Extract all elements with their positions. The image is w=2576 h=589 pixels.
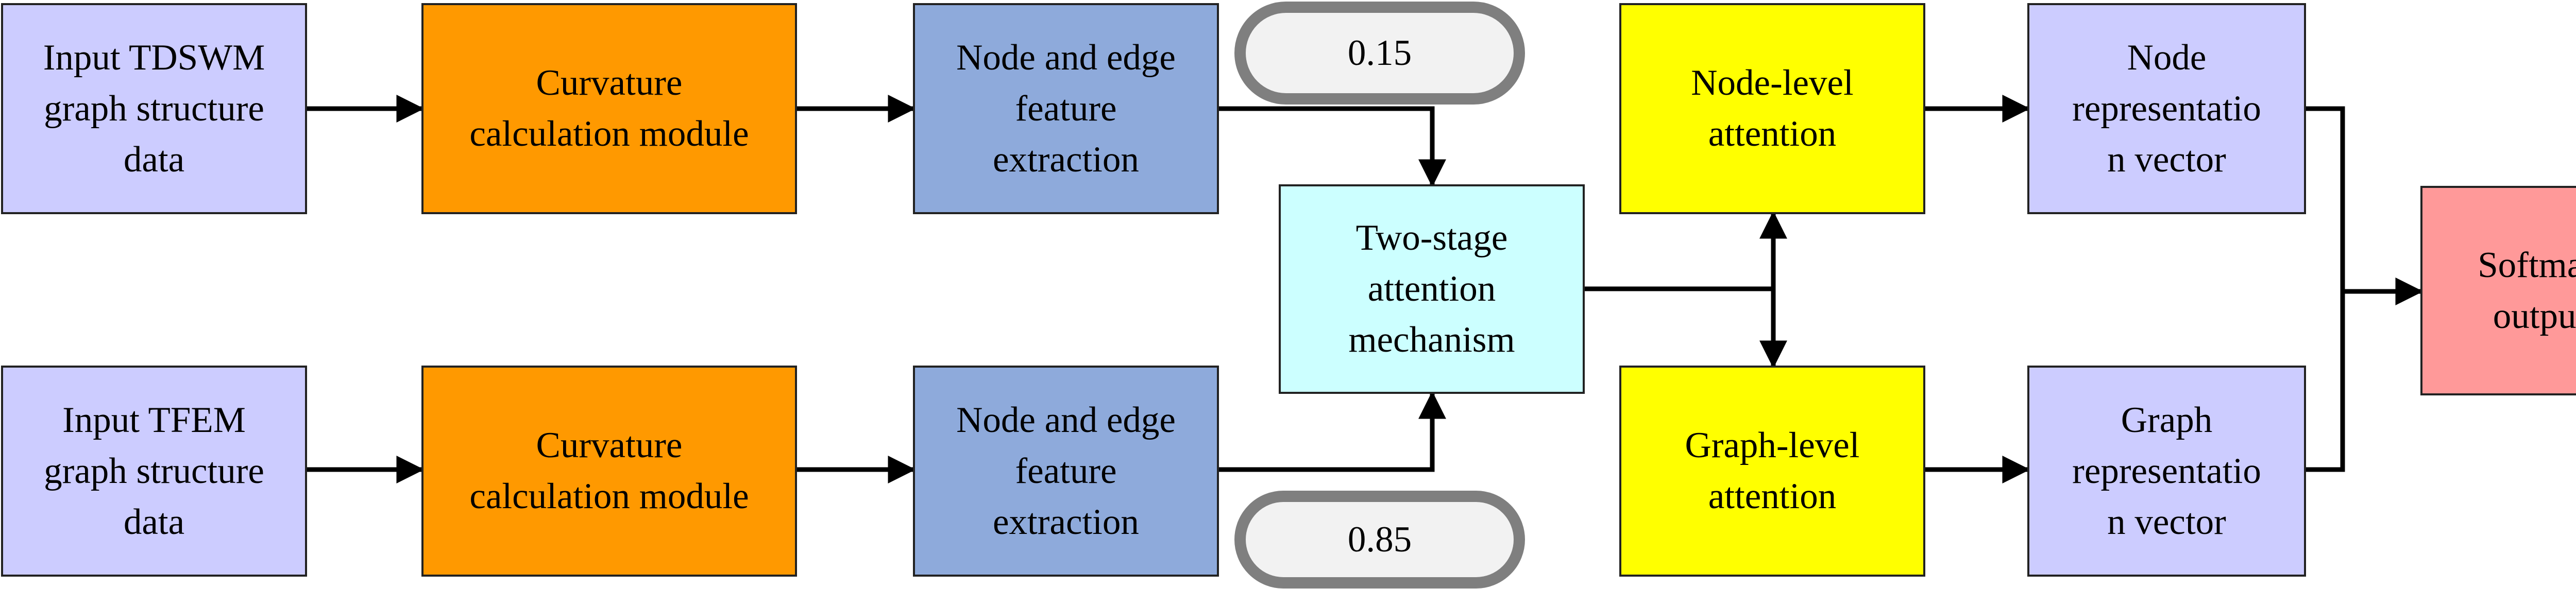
- curvature-module-top-label: Curvature calculation module: [469, 63, 749, 154]
- input-tdswm-label: Input TDSWM graph structure data: [43, 37, 265, 180]
- node-representation-label: Node representatio n vector: [2072, 37, 2261, 180]
- arrow-feature-top-to-two-stage: [1219, 106, 1446, 187]
- node-level-attention-box: Node-level attention: [1619, 3, 1925, 214]
- graph-representation-box: Graph representatio n vector: [2027, 366, 2306, 577]
- weight-badge-bottom: 0.85: [1234, 491, 1525, 588]
- graph-representation-label: Graph representatio n vector: [2072, 400, 2261, 542]
- weight-top-value: 0.15: [1347, 32, 1412, 73]
- node-level-attention-label: Node-level attention: [1691, 63, 1854, 154]
- input-tfem-label: Input TFEM graph structure data: [44, 400, 264, 542]
- feature-extraction-top-label: Node and edge feature extraction: [956, 37, 1176, 180]
- curvature-module-top-box: Curvature calculation module: [421, 3, 797, 214]
- input-tfem-box: Input TFEM graph structure data: [1, 366, 307, 577]
- feature-extraction-bottom-box: Node and edge feature extraction: [913, 366, 1219, 577]
- input-tdswm-box: Input TDSWM graph structure data: [1, 3, 307, 214]
- two-stage-attention-label: Two-stage attention mechanism: [1348, 218, 1515, 360]
- arrow-feature-bottom-to-two-stage: [1219, 391, 1446, 472]
- softmax-output-box: Softmax output: [2420, 186, 2576, 395]
- feature-extraction-bottom-label: Node and edge feature extraction: [956, 400, 1176, 542]
- weight-bottom-value: 0.85: [1347, 519, 1412, 560]
- curvature-module-bottom-label: Curvature calculation module: [469, 425, 749, 516]
- curvature-module-bottom-box: Curvature calculation module: [421, 366, 797, 577]
- weight-badge-top: 0.15: [1234, 2, 1525, 105]
- graph-level-attention-label: Graph-level attention: [1685, 425, 1860, 516]
- two-stage-attention-box: Two-stage attention mechanism: [1279, 184, 1585, 394]
- graph-level-attention-box: Graph-level attention: [1619, 366, 1925, 577]
- node-representation-box: Node representatio n vector: [2027, 3, 2306, 214]
- feature-extraction-top-box: Node and edge feature extraction: [913, 3, 1219, 214]
- softmax-output-label: Softmax output: [2478, 245, 2576, 336]
- line-node-rep-to-merge: [2306, 106, 2345, 472]
